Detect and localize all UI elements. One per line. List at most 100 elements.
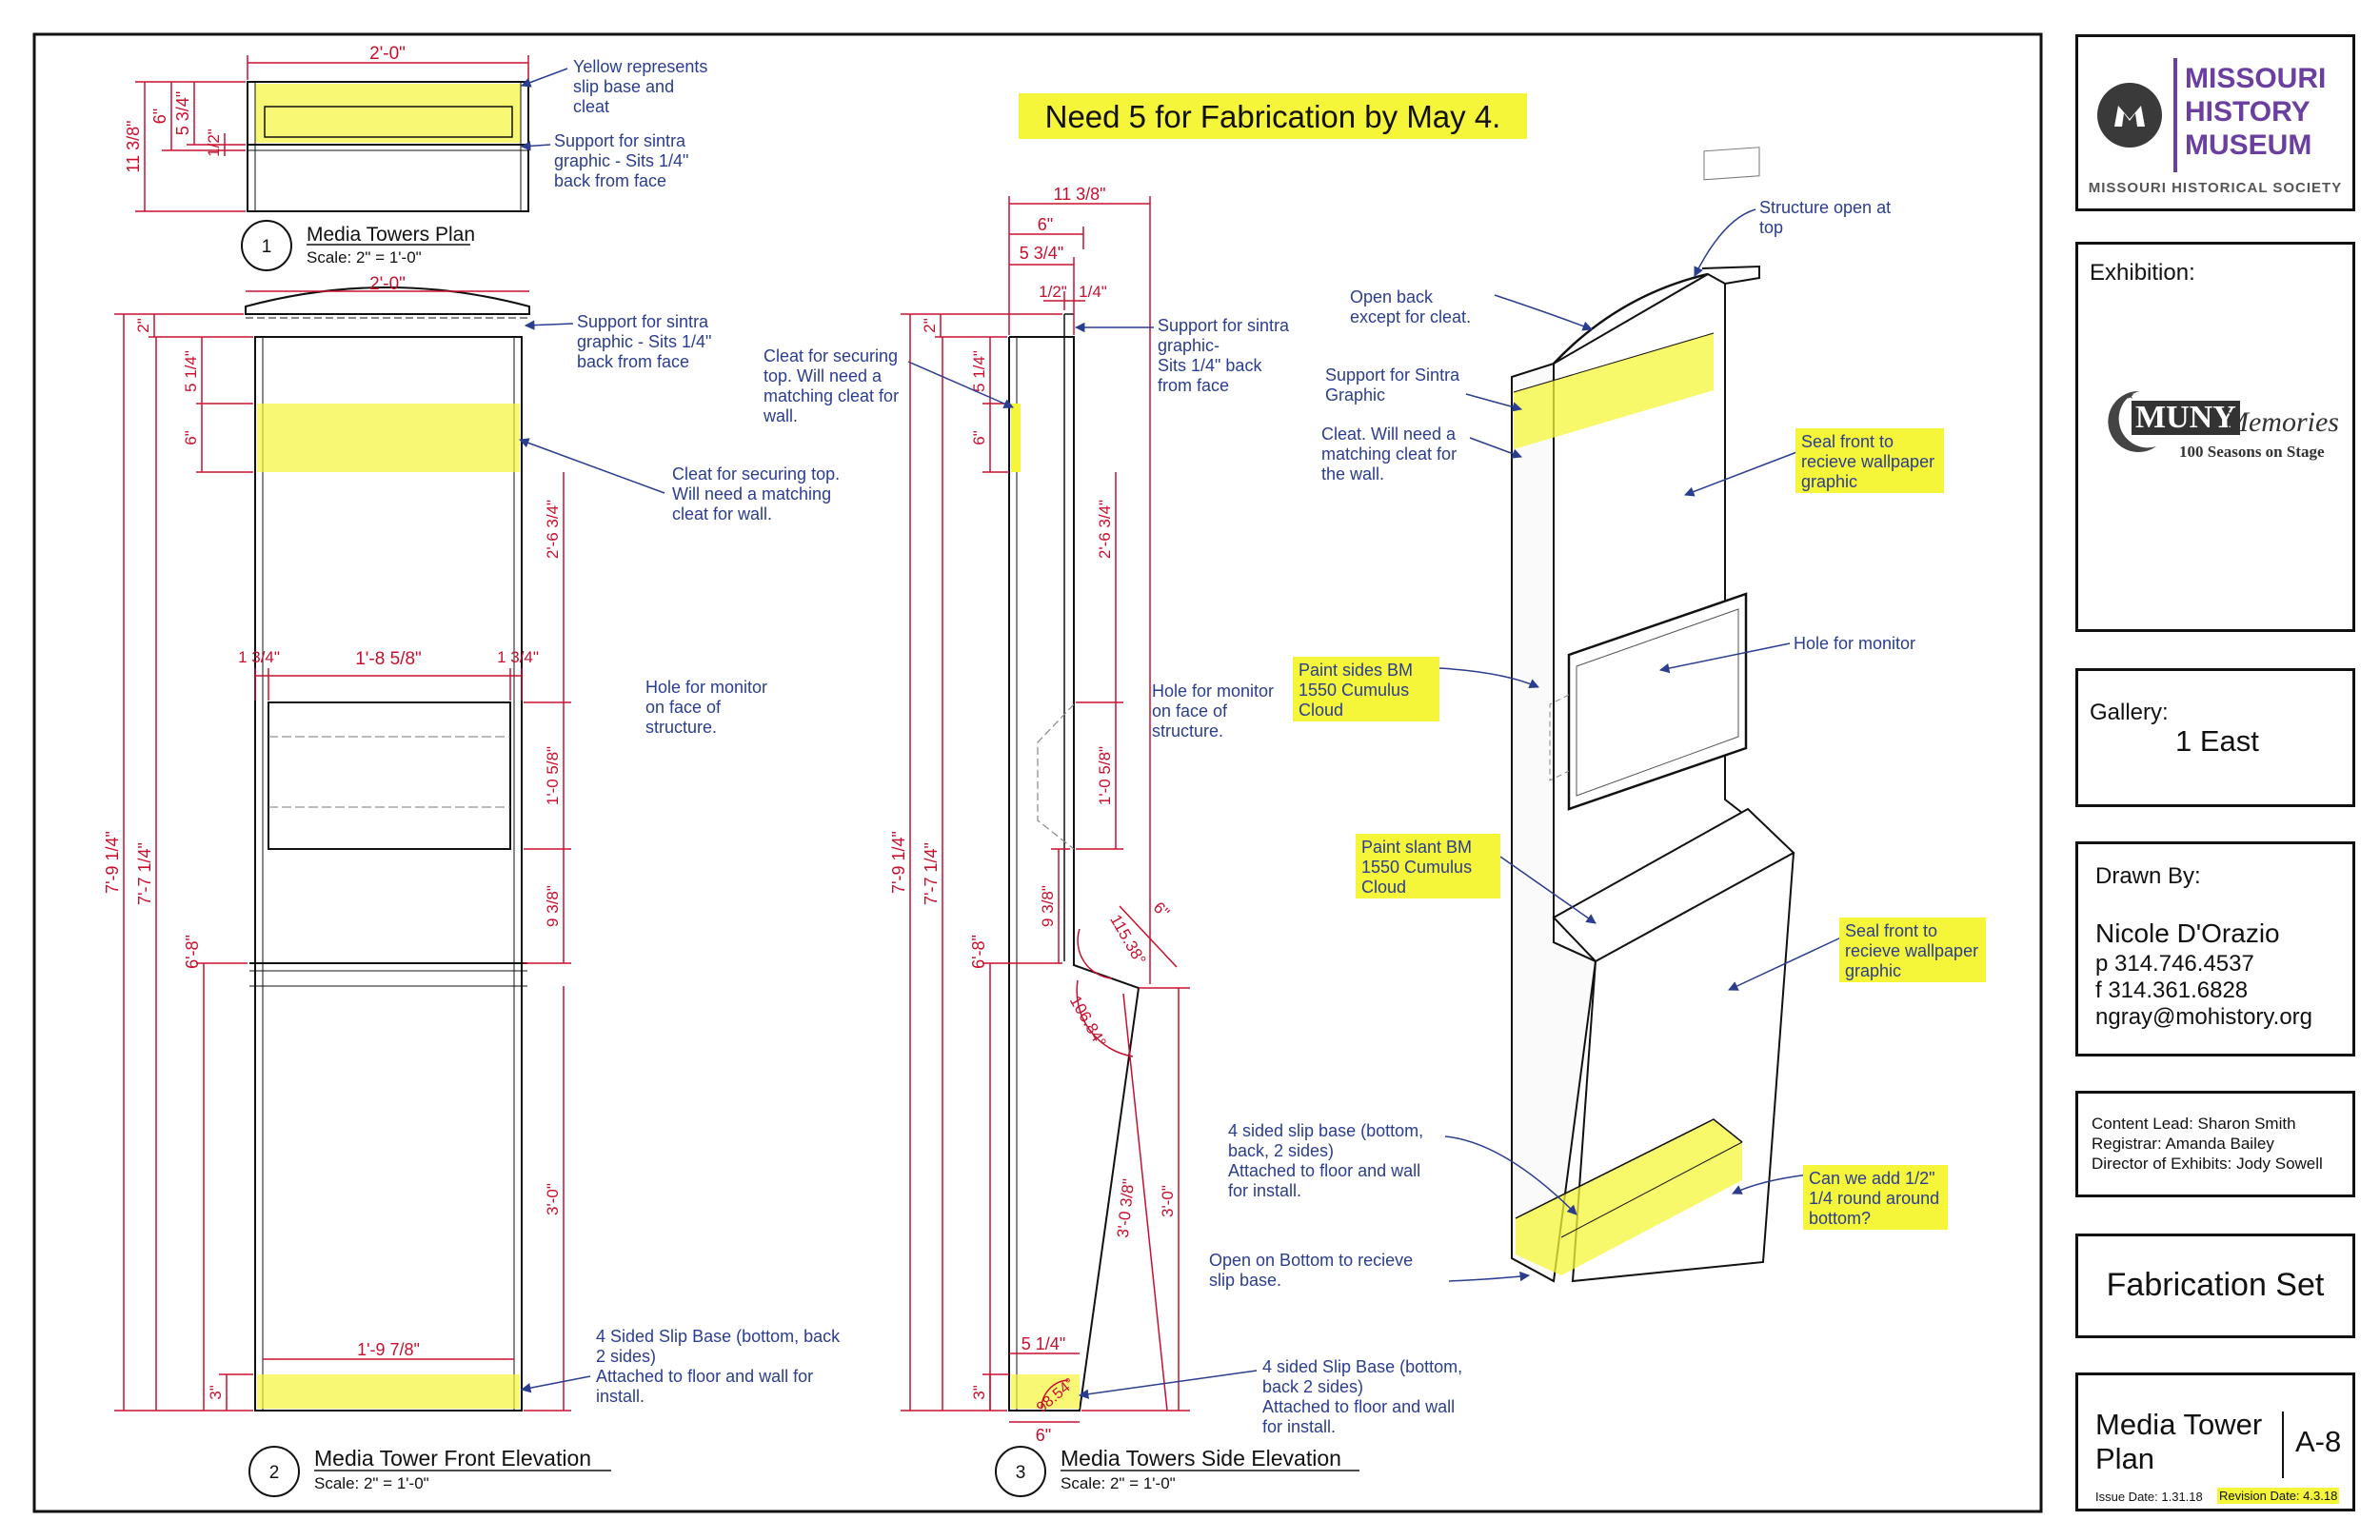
side-view-number-circle	[995, 1446, 1046, 1497]
isometric-view: Structure open at top Open back except f…	[1209, 147, 1986, 1290]
side-6d-dim: 6"	[1036, 1426, 1051, 1445]
side-angle-1: 115.38°	[1106, 912, 1149, 968]
side-30-dim: 3'-0"	[1159, 1185, 1177, 1217]
front-2634-dim: 2'-6 3/4"	[544, 500, 562, 559]
side-cleat	[1011, 404, 1021, 472]
side-2634-dim: 2'-6 3/4"	[1096, 500, 1114, 559]
iso-seal1-highlight	[1795, 428, 1944, 493]
set-name: Fabrication Set	[2106, 1267, 2325, 1303]
front-514-dim: 5 1/4"	[182, 350, 200, 392]
iso-quarter-highlight	[1803, 1165, 1948, 1230]
side-2-dim: 2"	[921, 318, 939, 333]
iso-seal2-highlight	[1839, 918, 1986, 982]
side-6b-dim: 6"	[970, 430, 988, 445]
museum-name-line-2: HISTORY	[2185, 96, 2311, 128]
iso-front-face	[1553, 272, 1795, 1283]
side-view-scale: Scale: 2" = 1'-0"	[1061, 1474, 1176, 1492]
front-support-note: Support for sintra graphic - Sits 1/4" b…	[577, 312, 716, 371]
iso-hole-note: Hole for monitor	[1794, 634, 1915, 653]
gallery-panel: Gallery: 1 East	[2075, 668, 2355, 807]
plan-6-dim: 6"	[150, 109, 169, 124]
iso-quarter-note: Can we add 1/2" 1/4 round around bottom?	[1809, 1169, 1944, 1228]
iso-open-top-note: Structure open at top	[1759, 198, 1895, 237]
side-cleat-note: Cleat for securing top. Will need a matc…	[763, 346, 903, 425]
front-view-number: 2	[269, 1463, 280, 1483]
side-1138-dim: 11 3/8"	[1053, 185, 1105, 204]
director: Director of Exhibits: Jody Sowell	[2092, 1155, 2323, 1173]
iso-seal2-note: Seal front to recieve wallpaper graphic	[1845, 921, 1983, 980]
iso-seal1-note: Seal front to recieve wallpaper graphic	[1801, 432, 1939, 491]
museum-society: MISSOURI HISTORICAL SOCIETY	[2088, 180, 2343, 196]
drawn-by-panel: Drawn By: Nicole D'Orazio p 314.746.4537…	[2075, 841, 2355, 1056]
front-view-title: Media Tower Front Elevation	[314, 1446, 591, 1471]
issue-date: Issue Date: 1.31.18	[2095, 1490, 2203, 1504]
front-2-dim: 2"	[134, 318, 152, 333]
plan-yellow-note: Yellow represents slip base and cleat	[573, 57, 712, 116]
side-1058-dim: 1'-0 5/8"	[1096, 746, 1114, 805]
content-lead: Content Lead: Sharon Smith	[2092, 1115, 2296, 1133]
side-938-dim: 9 3/8"	[1039, 885, 1057, 927]
front-slip-base	[257, 1374, 520, 1409]
front-cleat-note: Cleat for securing top. Will need a matc…	[672, 464, 844, 523]
iso-support-note: Support for Sintra Graphic	[1325, 365, 1464, 405]
front-7714-dim: 7'-7 1/4"	[135, 842, 154, 905]
iso-paint-sides-highlight	[1293, 657, 1439, 721]
front-view-number-circle	[248, 1446, 300, 1497]
drawn-email: ngray@mohistory.org	[2095, 1004, 2312, 1030]
iso-slip-base	[1516, 1119, 1742, 1275]
side-68-dim: 6'-8"	[969, 935, 988, 969]
front-3-dim: 3"	[207, 1385, 225, 1400]
headline-highlight	[1019, 93, 1527, 139]
front-monitor-hole	[268, 701, 511, 850]
front-30-dim: 3'-0"	[544, 1183, 562, 1215]
registrar: Registrar: Amanda Bailey	[2092, 1135, 2274, 1153]
side-view-number: 3	[1016, 1463, 1026, 1483]
plan-view-title: Media Towers Plan	[307, 224, 475, 246]
side-514-dim: 5 1/4"	[970, 350, 988, 392]
plan-width-dim: 2'-0"	[369, 44, 406, 64]
logo-panel: MISSOURI HISTORY MUSEUM MISSOURI HISTORI…	[2075, 34, 2355, 211]
plan-depth-dim: 11 3/8"	[124, 120, 143, 172]
iso-slant	[1552, 807, 1795, 963]
side-6-dim: 6"	[1038, 215, 1053, 234]
exhibition-panel: Exhibition: ★ ★ MUNY Memories 100 Season…	[2075, 242, 2355, 632]
front-68-dim: 6'-8"	[183, 935, 202, 969]
side-3-dim: 3"	[970, 1385, 988, 1400]
front-938-dim: 9 3/8"	[544, 885, 562, 927]
exhibit-logo-sub: 100 Seasons on Stage	[2179, 443, 2325, 461]
iso-paint-sides-note: Paint sides BM 1550 Cumulus Cloud	[1299, 661, 1418, 720]
plan-view-number: 1	[262, 237, 272, 257]
plan-support-note: Support for sintra graphic - Sits 1/4" b…	[554, 131, 693, 190]
exhibit-logo: ★ ★ MUNY Memories 100 Seasons on Stage	[2103, 387, 2341, 502]
headline: Need 5 for Fabrication by May 4.	[1045, 99, 1501, 134]
front-tower-outline	[254, 336, 523, 1412]
revision-date: Revision Date: 4.3.18	[2217, 1488, 2340, 1504]
front-width-dim: 2'-0"	[369, 274, 406, 294]
front-7914-dim: 7'-9 1/4"	[103, 831, 122, 894]
svg-text:★: ★	[2126, 391, 2134, 402]
iso-cleat	[1514, 333, 1714, 449]
iso-slip-note: 4 sided slip base (bottom, back, 2 sides…	[1228, 1121, 1428, 1200]
set-panel: Fabrication Set	[2075, 1234, 2355, 1338]
iso-monitor-hole	[1567, 592, 1748, 811]
museum-name: MISSOURI HISTORY MUSEUM	[2185, 62, 2326, 162]
exhibition-label: Exhibition:	[2090, 260, 2195, 286]
side-7914-dim: 7'-9 1/4"	[889, 831, 908, 894]
plan-slip-base	[255, 84, 521, 143]
sheet-title-1: Media Tower	[2095, 1408, 2263, 1441]
plan-half-dim: 1/2"	[205, 128, 223, 157]
drawn-fax: f 314.361.6828	[2095, 977, 2249, 1003]
side-534-dim: 5 3/4"	[1020, 244, 1063, 263]
iso-cleat-note: Cleat. Will need a matching cleat for th…	[1321, 424, 1461, 484]
gallery-label: Gallery:	[2090, 700, 2169, 725]
side-profile	[1008, 336, 1140, 1412]
credits-panel: Content Lead: Sharon Smith Registrar: Am…	[2075, 1091, 2355, 1197]
side-angle-2: 106.84°	[1066, 993, 1110, 1050]
iso-open-bottom-note: Open on Bottom to recieve slip base.	[1209, 1251, 1418, 1290]
drawn-name: Nicole D'Orazio	[2095, 918, 2280, 948]
side-quarter-dim: 1/4"	[1079, 283, 1107, 301]
museum-logo-divider	[2173, 58, 2177, 172]
side-6c-dim: 6"	[1150, 898, 1173, 921]
iso-paint-slant-highlight	[1356, 834, 1500, 898]
